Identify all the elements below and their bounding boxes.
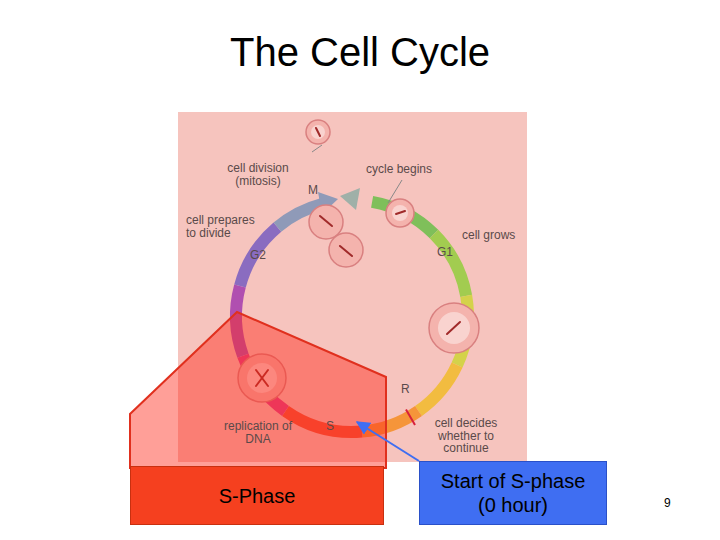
cell — [306, 120, 330, 144]
ring-segment — [240, 227, 277, 286]
figure-label: G1 — [437, 246, 461, 259]
box-text: S-Phase — [219, 484, 296, 508]
leader-line — [312, 145, 322, 152]
dividing-cell — [329, 233, 363, 267]
figure-label: S — [326, 420, 342, 433]
figure-label: cell decides whether to continue — [429, 417, 503, 455]
chromosome — [320, 216, 332, 226]
ring-segment — [372, 202, 434, 234]
chromosome — [447, 322, 460, 334]
cell-nucleus — [392, 205, 408, 221]
cell — [386, 199, 414, 227]
phase-box: S-Phase — [130, 466, 384, 525]
callout-box: Start of S-phase (0 hour) — [419, 461, 607, 525]
ring-segment — [419, 365, 458, 411]
figure-label: M — [308, 184, 324, 197]
figure-label: replication of DNA — [222, 420, 294, 445]
figure-label: cell prepares to divide — [186, 214, 266, 239]
chromosome — [316, 128, 320, 136]
s-phase-highlight — [130, 312, 386, 468]
dividing-cell — [309, 205, 343, 239]
figure-label: cycle begins — [366, 163, 446, 176]
slide-title: The Cell Cycle — [0, 30, 720, 75]
chromosome — [396, 211, 405, 214]
ring-segment — [434, 234, 466, 296]
cell-nucleus — [438, 312, 470, 344]
cell — [429, 303, 479, 353]
chromosome — [340, 246, 352, 256]
box-text: Start of S-phase (0 hour) — [434, 469, 592, 517]
page-number: 9 — [664, 497, 684, 510]
restriction-point-tick — [406, 410, 415, 426]
figure-label: G2 — [250, 249, 274, 262]
figure-label: cell division (mitosis) — [222, 162, 294, 187]
pointer-arrow — [357, 422, 419, 461]
figure-label: cell grows — [462, 229, 532, 242]
figure-label: R — [401, 383, 417, 396]
m-phase-wedge — [340, 188, 360, 210]
cell-nucleus — [311, 125, 325, 139]
